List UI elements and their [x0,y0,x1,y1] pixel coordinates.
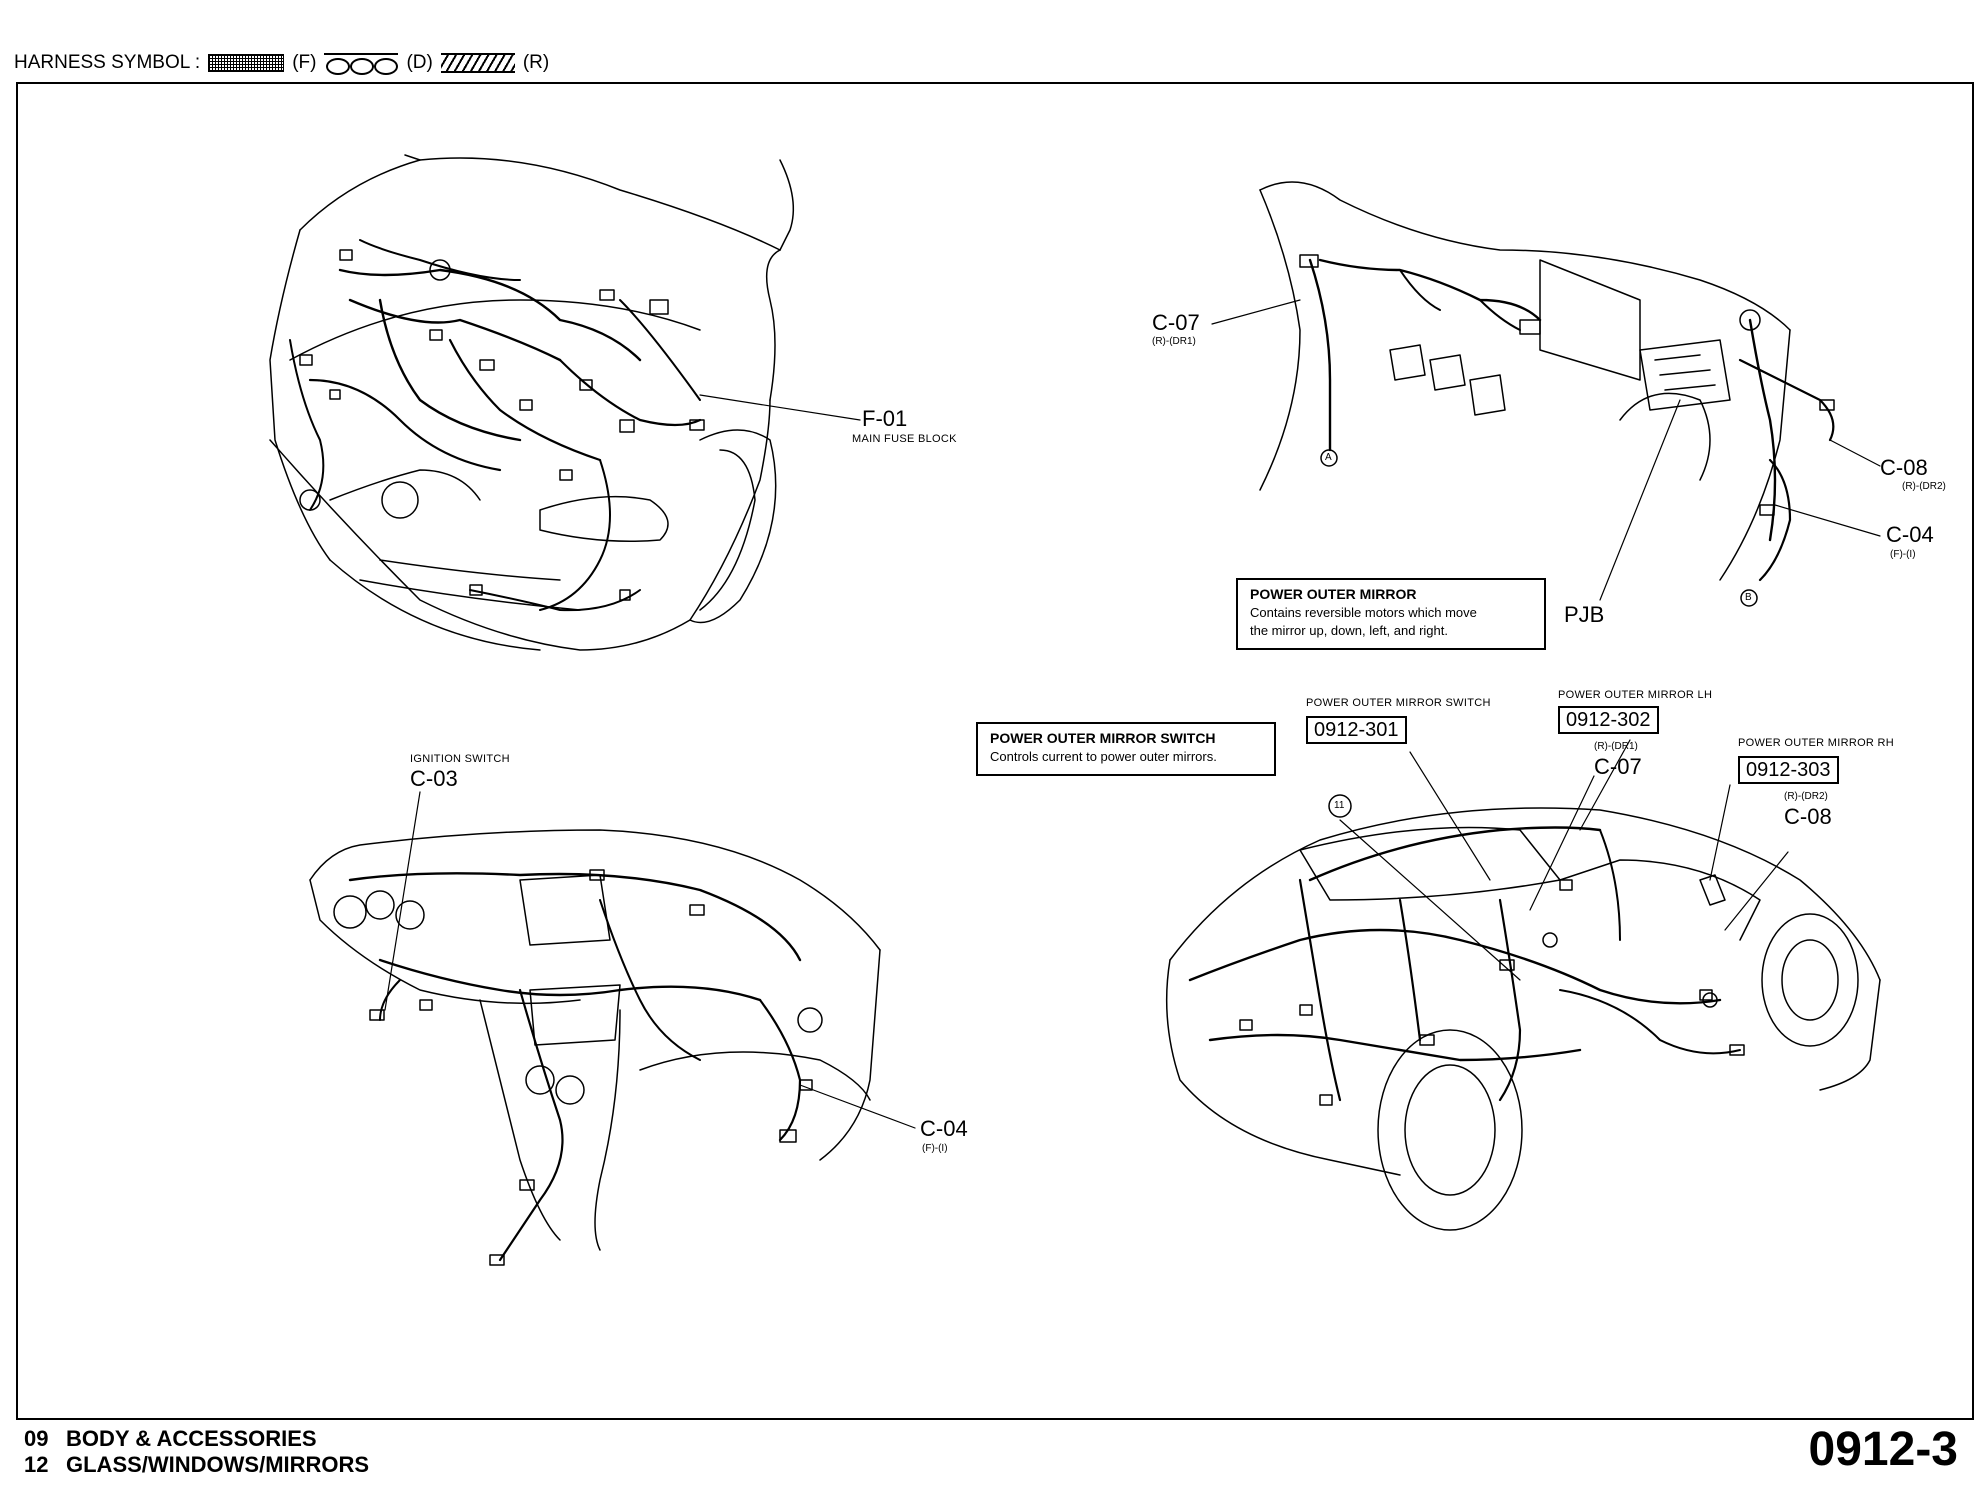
marker-11: 11 [1334,800,1345,811]
mirror-lh-title: POWER OUTER MIRROR LH [1558,689,1713,701]
mirror-lh-section-ref[interactable]: 0912-302 [1558,706,1659,734]
leader-lines [384,299,1881,1129]
c04b-sub: (F)-(I) [922,1143,948,1154]
dash-pjb-illustration [1259,181,1835,582]
lh-code: C-07 [1594,754,1642,779]
footer-section-titles: 09 BODY & ACCESSORIES 12 GLASS/WINDOWS/MIR… [24,1426,369,1479]
footer-line-1: 09 BODY & ACCESSORIES [24,1426,369,1452]
legend-dash: (D) [406,52,433,73]
c04-sub: (F)-(I) [1890,549,1916,560]
instrument-panel-illustration [309,829,881,1266]
ignition-switch-name: IGNITION SWITCH [410,753,510,765]
harness-symbol-legend: HARNESS SYMBOL : (F) (D) (R) [14,52,550,75]
marker-a: A [1325,452,1332,463]
legend-rear: (R) [522,52,550,73]
rear-harness-symbol [440,53,515,73]
vehicle-overview-illustration [1165,807,1881,1231]
footer-line-2-num: 12 [24,1452,49,1478]
switch-title: POWER OUTER MIRROR SWITCH [1306,697,1491,709]
c04b-code: C-04 [920,1116,968,1141]
f01-code: F-01 [862,406,908,431]
rh-code: C-08 [1784,804,1832,829]
lh-sub: (R)-(DR1) [1594,741,1638,752]
f01-name: MAIN FUSE BLOCK [852,433,957,445]
c08-sub: (R)-(DR2) [1902,481,1946,492]
pjb-label: PJB [1564,602,1605,627]
mirror-info-desc-1: Contains reversible motors which move [1250,605,1477,620]
legend-label: HARNESS SYMBOL : [14,52,201,73]
switch-info-desc: Controls current to power outer mirrors. [990,749,1217,764]
engine-bay-illustration [269,154,861,651]
switch-section-ref[interactable]: 0912-301 [1306,716,1407,744]
page-number: 0912-3 [1808,1423,1958,1476]
c04-code: C-04 [1886,522,1934,547]
power-outer-mirror-info: POWER OUTER MIRROR Contains reversible m… [1236,578,1546,650]
diagram-frame [16,82,1974,1420]
footer-line-1-text: BODY & ACCESSORIES [66,1426,317,1451]
marker-b: B [1745,592,1752,603]
switch-info-title: POWER OUTER MIRROR SWITCH [990,730,1216,746]
mirror-rh-section-ref[interactable]: 0912-303 [1738,756,1839,784]
footer-line-2: 12 GLASS/WINDOWS/MIRRORS [24,1452,369,1478]
rh-sub: (R)-(DR2) [1784,791,1828,802]
footer-line-2-text: GLASS/WINDOWS/MIRRORS [66,1452,370,1478]
footer-line-1-num: 09 [24,1426,49,1451]
c07-code: C-07 [1152,310,1200,335]
c03-code: C-03 [410,766,458,791]
legend-front: (F) [292,52,317,73]
mirror-switch-info: POWER OUTER MIRROR SWITCH Controls curre… [976,722,1276,776]
mirror-rh-title: POWER OUTER MIRROR RH [1738,737,1895,749]
circle-markers [1320,449,1758,818]
mirror-info-desc-2: the mirror up, down, left, and right. [1250,622,1448,638]
dash-harness-symbol [324,53,399,75]
c07-sub: (R)-(DR1) [1152,336,1196,347]
c08-code: C-08 [1880,455,1928,480]
front-harness-symbol [208,54,285,72]
mirror-info-title: POWER OUTER MIRROR [1250,586,1417,602]
